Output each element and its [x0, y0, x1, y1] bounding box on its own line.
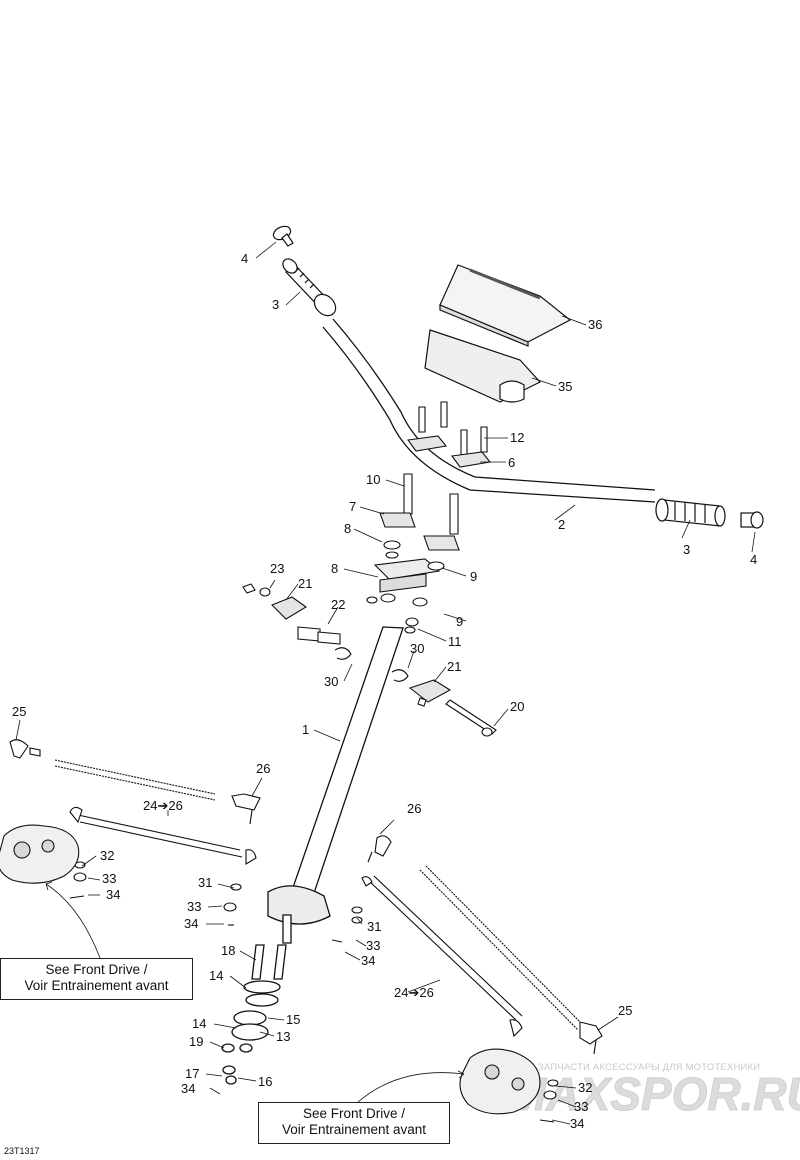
diagram-id: 23T1317: [4, 1146, 40, 1156]
handlebar: [322, 318, 656, 503]
callout-washer-32-right: 32: [578, 1080, 593, 1095]
callout-bolt-18: 18: [221, 943, 236, 958]
callout-plate-14-upper: 14: [209, 968, 224, 983]
note-front-drive-right-line1: See Front Drive /: [302, 1106, 406, 1121]
note-front-drive-left: See Front Drive / Voir Entrainement avan…: [0, 958, 193, 1000]
callout-cap-23: 23: [270, 561, 285, 576]
callout-bracket-21-left: 21: [298, 576, 313, 591]
callout-sleeve: 22: [331, 597, 346, 612]
watermark-logo: MAXSPOR.RU: [508, 1068, 800, 1121]
callout-cotter-34-left: 34: [106, 887, 121, 902]
callout-nut-a: 9: [470, 569, 478, 584]
callout-cotter-34-mid: 34: [184, 916, 199, 931]
callout-clip-right: 30: [410, 641, 425, 656]
note-front-drive-right: See Front Drive / Voir Entrainement avan…: [258, 1102, 450, 1144]
callout-bearing-13: 13: [276, 1029, 291, 1044]
callout-bolt-20: 20: [510, 699, 525, 714]
callout-nut-b: 9: [456, 614, 464, 629]
callout-tie-rod-end-right: 25: [618, 1003, 633, 1018]
callout-nut-17: 17: [185, 1066, 200, 1081]
callout-nut-33-mid: 33: [187, 899, 202, 914]
grip-cap-left: [272, 225, 294, 247]
callout-nut-33-left: 33: [102, 871, 117, 886]
callout-washer-32-left: 32: [100, 848, 115, 863]
clamp-assembly: [366, 401, 492, 634]
callout-tie-rod-end-26-right: 26: [407, 801, 422, 816]
callout-tie-rod-range-left: 24➔26: [143, 798, 183, 813]
callout-spacer-31-mid: 31: [198, 875, 213, 890]
callout-bolt-top: 12: [510, 430, 525, 445]
grip-right: [655, 498, 726, 527]
callout-handlebar: 2: [558, 517, 566, 532]
cover-upper-36: [439, 264, 572, 347]
callout-washer: 11: [448, 634, 462, 649]
tie-rods: [9, 739, 603, 1123]
callout-nut-19: 19: [189, 1034, 204, 1049]
callout-plate-14-lower: 14: [192, 1016, 207, 1031]
callout-grip-left: 3: [272, 297, 280, 312]
callout-grip-right: 3: [683, 542, 691, 557]
callout-grip-cap-right: 4: [750, 552, 758, 567]
callout-cover-upper: 36: [588, 317, 603, 332]
callout-cover-lower: 35: [558, 379, 573, 394]
callout-steering-column: 1: [302, 722, 310, 737]
callout-washer-16: 16: [258, 1074, 273, 1089]
callout-cotter-34-right-low: 34: [570, 1116, 585, 1131]
bracket-assemblies: [242, 583, 497, 737]
callout-nut-33-right-low: 33: [574, 1099, 589, 1114]
callout-tie-rod-end-26-left: 26: [256, 761, 271, 776]
callout-grip-cap-left: 4: [241, 251, 249, 266]
callout-seal-15: 15: [286, 1012, 301, 1027]
grip-cap-right: [740, 511, 764, 529]
note-front-drive-left-line2: Voir Entrainement avant: [24, 978, 169, 993]
steering-column: [221, 626, 404, 1085]
callout-nut-33-right: 33: [366, 938, 381, 953]
callout-bolt-long: 10: [366, 472, 381, 487]
callout-tie-rod-end-left: 25: [12, 704, 27, 719]
callout-clamp-lower: 7: [349, 499, 357, 514]
leader-lines: [15, 241, 756, 1125]
note-front-drive-left-line1: See Front Drive /: [45, 962, 148, 977]
callout-bracket-21-right: 21: [447, 659, 462, 674]
svg-text:MAXSPOR.RU: MAXSPOR.RU: [508, 1068, 800, 1120]
grip-left: [282, 258, 337, 317]
callout-bushing-b: 8: [331, 561, 339, 576]
callout-cotter-34-low: 34: [181, 1081, 196, 1096]
callout-clip-left: 30: [324, 674, 339, 689]
watermark-tagline: ЗАПЧАСТИ АКСЕССУАРЫ ДЛЯ МОТОТЕХНИКИ: [538, 1062, 761, 1073]
front-drive-housing-left: [0, 824, 80, 884]
callout-spacer-31-right: 31: [367, 919, 382, 934]
callout-tie-rod-range-right: 24➔26: [394, 985, 434, 1000]
callout-cotter-34-right: 34: [361, 953, 376, 968]
callout-clamp-top: 6: [508, 455, 516, 470]
callout-bushing-a: 8: [344, 521, 352, 536]
front-drive-housing-right: [459, 1048, 541, 1115]
cover-lower-35: [424, 329, 541, 403]
note-front-drive-right-line2: Voir Entrainement avant: [281, 1122, 427, 1137]
